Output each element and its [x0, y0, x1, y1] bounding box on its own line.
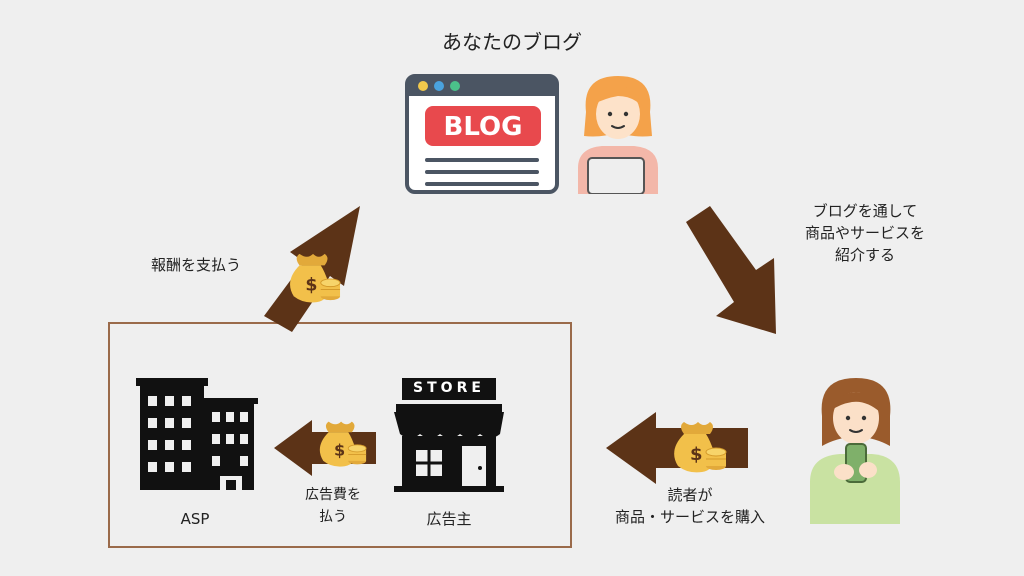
asp-building-icon [134, 376, 258, 494]
blog-sign-text: BLOG [443, 112, 523, 142]
money-bag-icon-ad-fee: $ [316, 418, 368, 468]
reader-person-icon [806, 372, 902, 524]
diagram-title: あなたのブログ [442, 30, 582, 54]
advertiser-asp-box [108, 322, 572, 548]
blogger-person-icon [572, 72, 662, 194]
svg-text:$: $ [305, 276, 317, 296]
store-sign-text: STORE [413, 380, 485, 396]
label-purchase: 読者が 商品・サービスを購入 [614, 486, 765, 526]
label-ad-fee: 広告費を 払う [305, 487, 361, 525]
money-bag-icon-reward: $ [286, 250, 342, 304]
arrow-introduce [678, 200, 788, 340]
label-introduce: ブログを通して 商品やサービスを 紹介する [804, 202, 925, 264]
label-reward: 報酬を支払う [150, 256, 241, 274]
money-bag-icon-purchase: $ [670, 418, 728, 474]
svg-text:$: $ [334, 441, 345, 460]
store-icon [390, 376, 508, 494]
label-asp: ASP [180, 510, 210, 528]
blog-window-icon [405, 74, 559, 194]
label-advertiser: 広告主 [426, 510, 472, 528]
svg-text:$: $ [690, 444, 703, 465]
